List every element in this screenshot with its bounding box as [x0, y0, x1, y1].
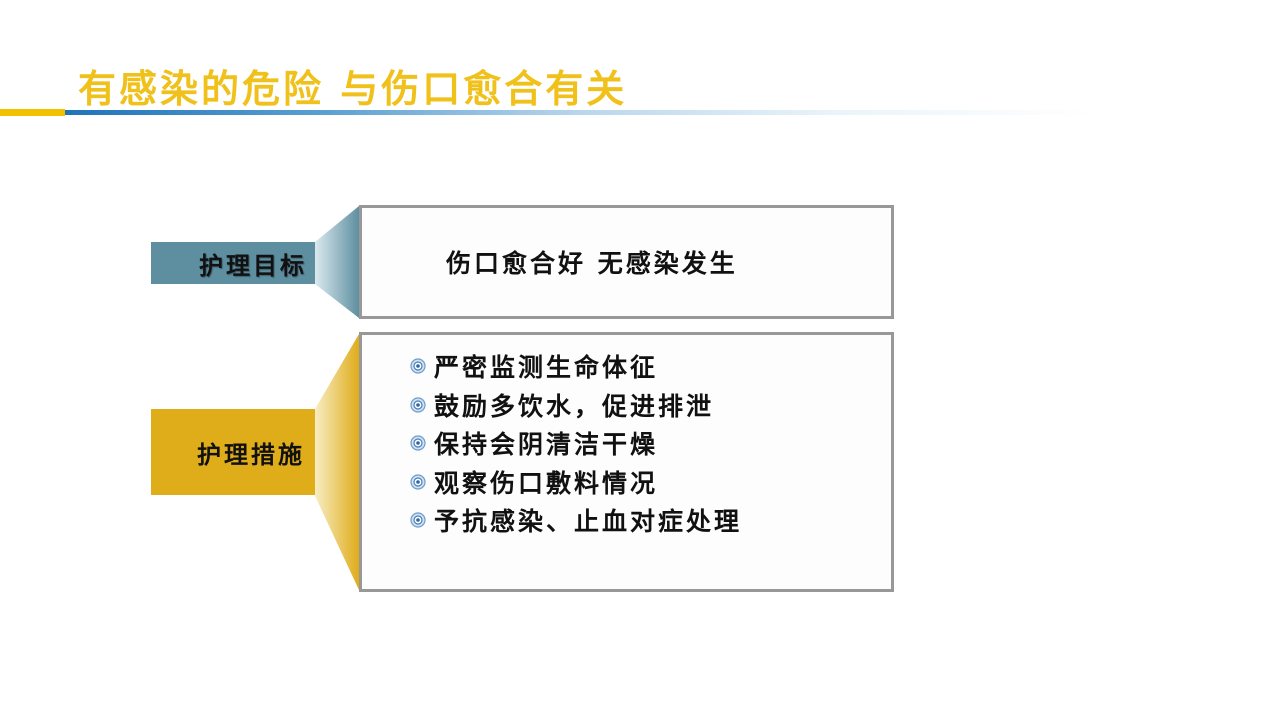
measure-item: 严密监测生命体征: [410, 347, 742, 386]
measure-item: 鼓励多饮水，促进排泄: [410, 386, 742, 425]
measures-label-text: 护理措施: [197, 439, 305, 469]
measure-item: 予抗感染、止血对症处理: [410, 501, 742, 540]
circle-target-bullet-icon: [410, 358, 426, 374]
measure-item: 观察伤口敷料情况: [410, 463, 742, 502]
circle-target-bullet-icon: [410, 397, 426, 413]
goal-label-text: 护理目标: [199, 250, 307, 280]
circle-target-bullet-icon: [410, 474, 426, 490]
goal-connector: [315, 206, 359, 318]
title-underline-gradient: [65, 110, 1095, 115]
goal-text: 伤口愈合好 无感染发生: [446, 249, 738, 278]
goal-label: 护理目标: [151, 242, 315, 284]
measures-list: 严密监测生命体征 鼓励多饮水，促进排泄 保持会阴清洁干燥: [410, 347, 742, 540]
slide-title: 有感染的危险 与伤口愈合有关: [78, 66, 628, 111]
goal-box: 伤口愈合好 无感染发生: [359, 205, 894, 319]
title-underline-accent: [0, 109, 65, 116]
measures-connector: [315, 334, 359, 590]
measures-box: 严密监测生命体征 鼓励多饮水，促进排泄 保持会阴清洁干燥: [359, 332, 894, 592]
circle-target-bullet-icon: [410, 435, 426, 451]
measure-item: 保持会阴清洁干燥: [410, 424, 742, 463]
measures-label: 护理措施: [151, 409, 315, 495]
circle-target-bullet-icon: [410, 512, 426, 528]
